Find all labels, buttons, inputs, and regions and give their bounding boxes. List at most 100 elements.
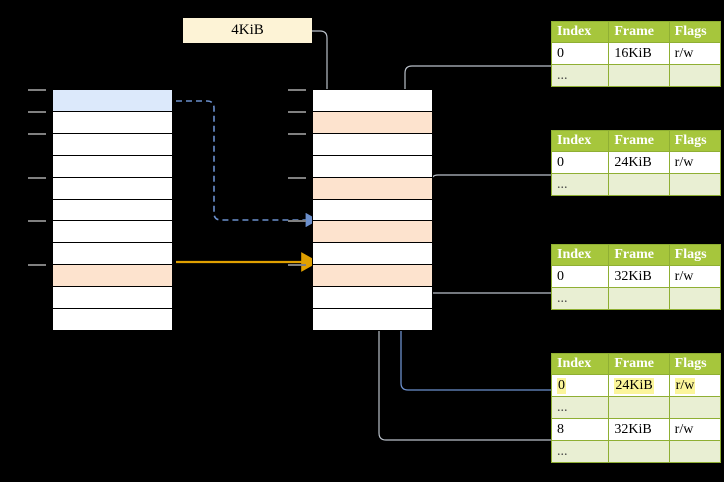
table2-r1-c1 <box>608 173 670 196</box>
table4-header-frame: Frame <box>608 353 670 375</box>
virtual-page-tick-1 <box>28 110 46 113</box>
virtual-page-tick-4 <box>28 176 46 179</box>
physical-frame-cell-1[interactable] <box>312 110 433 134</box>
table3-header-frame: Frame <box>608 244 670 266</box>
table4-r2-c1: 32KiB <box>608 418 670 441</box>
physical-frame-cell-2[interactable] <box>312 132 433 156</box>
physical-frame-cell-4[interactable] <box>312 176 433 200</box>
table2-r0-c2: r/w <box>668 151 722 174</box>
physical-frame-cell-7[interactable] <box>312 242 433 266</box>
table2-r0-c0: 0 <box>550 151 610 174</box>
table1-r1-c0: ... <box>550 64 610 87</box>
table1-r1-c1 <box>608 64 670 87</box>
table4-r1-c1 <box>608 396 670 419</box>
table4-r0-c1: 24KiB <box>608 374 670 397</box>
virtual-page-tick-8 <box>28 264 46 267</box>
table2-header-frame: Frame <box>608 130 670 152</box>
virtual-page-cell-9[interactable] <box>52 286 173 310</box>
table2-r1-c0: ... <box>550 173 610 196</box>
table3-r1-c0: ... <box>550 287 610 310</box>
physical-frame-cell-10[interactable] <box>312 308 433 331</box>
virtual-page-cell-5[interactable] <box>52 198 173 222</box>
physical-frame-cell-9[interactable] <box>312 286 433 310</box>
table1-r1-c2 <box>668 64 722 87</box>
table2-r1-c2 <box>668 173 722 196</box>
physical-frame-tick-6 <box>288 220 306 223</box>
table4-r2-c0: 8 <box>550 418 610 441</box>
table4-r3-c0: ... <box>550 440 610 463</box>
virtual-page-cell-10[interactable] <box>52 308 173 331</box>
table4-r1-c2 <box>668 396 722 419</box>
physical-frame-tick-8 <box>288 264 306 267</box>
wire-table4-row8-to-middle <box>373 265 551 441</box>
table1-header-frame: Frame <box>608 21 670 43</box>
wire-table4-row0-to-middle <box>395 223 551 391</box>
physical-frame-cell-3[interactable] <box>312 154 433 178</box>
table1-r0-c0: 0 <box>550 42 610 65</box>
table4-r1-c0: ... <box>550 396 610 419</box>
table4-r0-c0: 0 <box>550 374 610 397</box>
table4-r0-c2: r/w <box>668 374 722 397</box>
virtual-page-cell-6[interactable] <box>52 220 173 244</box>
virtual-page-cell-3[interactable] <box>52 154 173 178</box>
physical-memory-column <box>288 89 433 331</box>
virtual-page-cell-1[interactable] <box>52 110 173 134</box>
virtual-address-space-column <box>28 89 173 331</box>
table3-r1-c2 <box>668 287 722 310</box>
table4-header-flags: Flags <box>668 353 722 375</box>
table3-r0-c0: 0 <box>550 265 610 288</box>
virtual-page-cell-7[interactable] <box>52 242 173 266</box>
table3-r1-c1 <box>608 287 670 310</box>
table-row[interactable]: ... <box>550 64 722 87</box>
table3-header-index: Index <box>550 244 610 266</box>
virtual-page-cell-0[interactable] <box>52 89 173 112</box>
table4-header-index: Index <box>550 353 610 375</box>
table-row[interactable]: ... <box>550 173 722 196</box>
table1-r0-c1: 16KiB <box>608 42 670 65</box>
table3-r0-c2: r/w <box>668 265 722 288</box>
table-row[interactable]: ... <box>550 396 722 419</box>
virtual-page-tick-0 <box>28 89 46 91</box>
physical-frame-cell-0[interactable] <box>312 89 433 112</box>
virtual-page-cell-2[interactable] <box>52 132 173 156</box>
table3-header-flags: Flags <box>668 244 722 266</box>
table1-r0-c2: r/w <box>668 42 722 65</box>
physical-frame-cell-6[interactable] <box>312 220 433 244</box>
virtual-page-cell-4[interactable] <box>52 176 173 200</box>
virtual-page-tick-6 <box>28 220 46 223</box>
virtual-page-tick-2 <box>28 132 46 135</box>
table-row[interactable]: ... <box>550 440 722 463</box>
table-row[interactable]: ... <box>550 287 722 310</box>
page-size-label: 4KiB <box>183 18 312 43</box>
physical-frame-cell-8[interactable] <box>312 264 433 288</box>
table2-header-flags: Flags <box>668 130 722 152</box>
wire-blue-dashed-virtual-to-physical <box>176 100 319 228</box>
physical-frame-tick-1 <box>288 110 306 113</box>
physical-frame-tick-0 <box>288 89 306 91</box>
table1-header-flags: Flags <box>668 21 722 43</box>
table3-r0-c1: 32KiB <box>608 265 670 288</box>
physical-frame-tick-4 <box>288 176 306 179</box>
table4-r2-c2: r/w <box>668 418 722 441</box>
table2-header-index: Index <box>550 130 610 152</box>
table1-header-index: Index <box>550 21 610 43</box>
table2-r0-c1: 24KiB <box>608 151 670 174</box>
physical-frame-cell-5[interactable] <box>312 198 433 222</box>
virtual-page-cell-8[interactable] <box>52 264 173 288</box>
table4-r3-c2 <box>668 440 722 463</box>
table4-r3-c1 <box>608 440 670 463</box>
